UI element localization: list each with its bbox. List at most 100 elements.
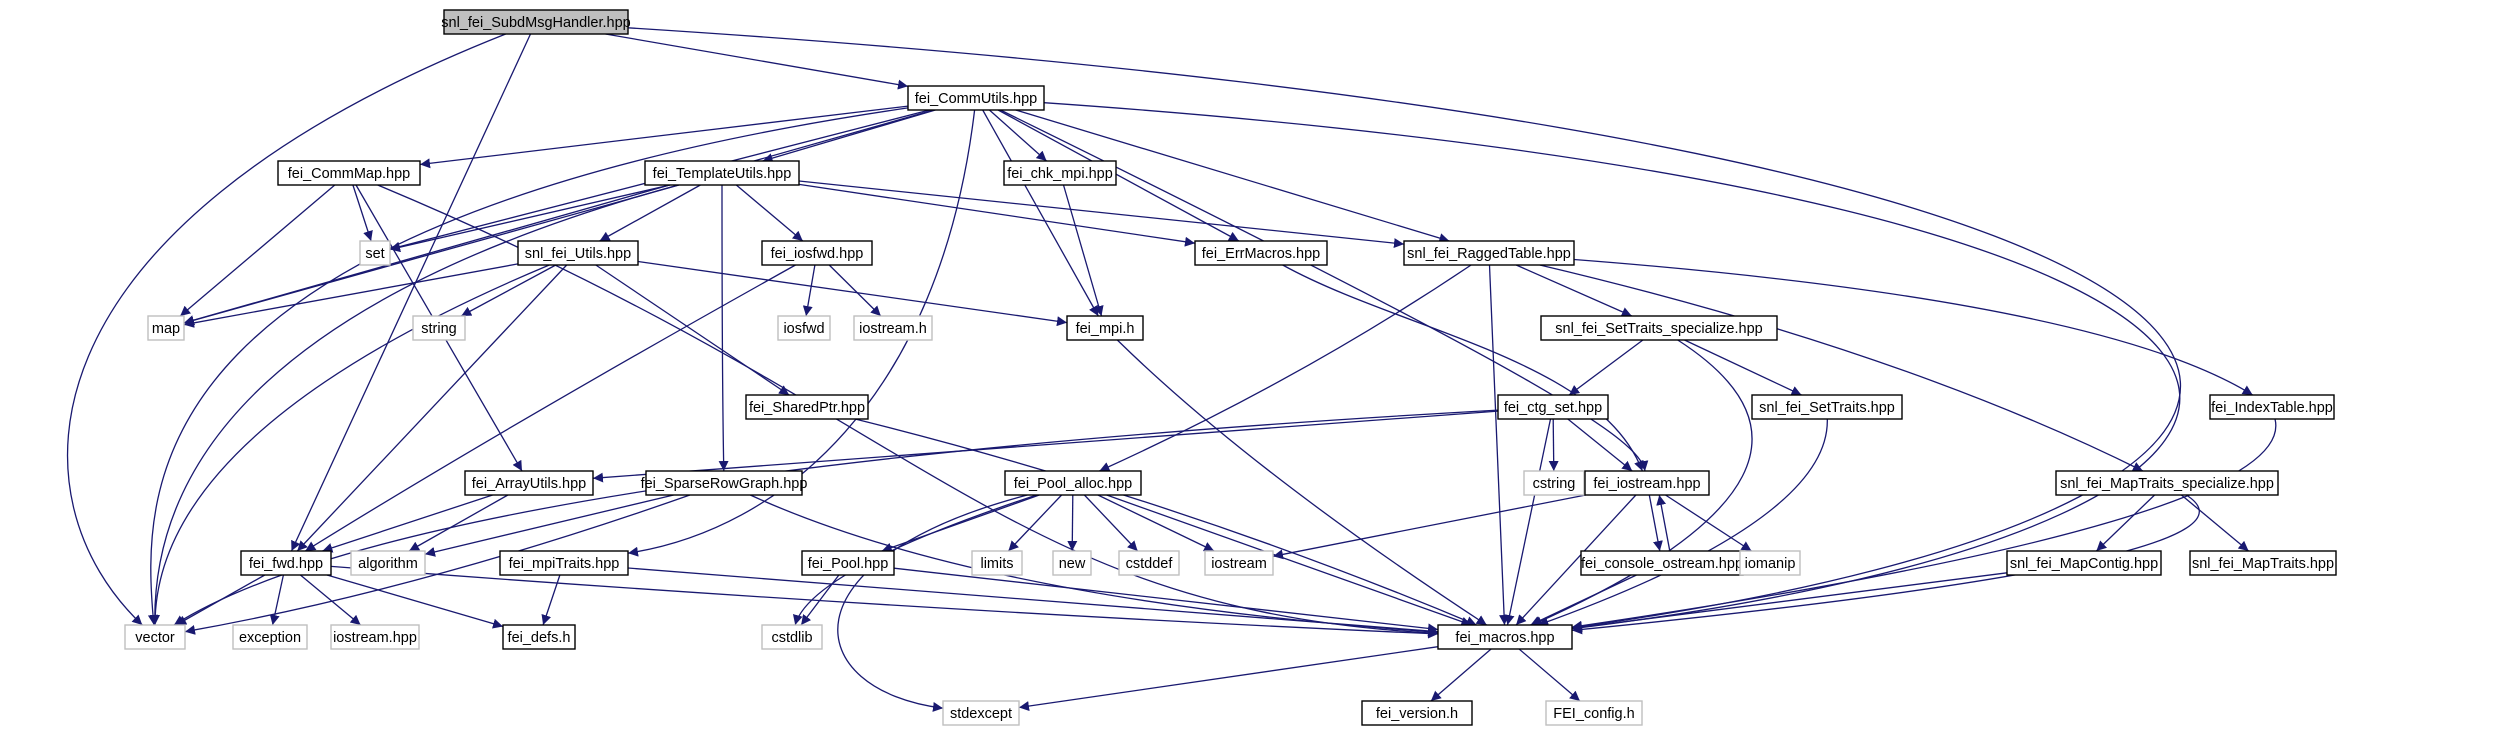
edge-settraitsspec-to-settraits: [1684, 339, 1802, 396]
edge-commutils-to-vector: [147, 107, 909, 626]
edge-commutils-to-chkmpi: [988, 109, 1048, 162]
node-box: [907, 85, 1045, 111]
node-commutils[interactable]: fei_CommUtils.hpp: [907, 85, 1045, 111]
node-box: [1194, 240, 1328, 266]
edge-poolhpp-to-cstdlib: [800, 574, 840, 626]
node-box: [644, 160, 800, 186]
edge-subd-to-vector: [66, 33, 506, 626]
node-commmap[interactable]: fei_CommMap.hpp: [277, 160, 421, 186]
node-maptraits[interactable]: snl_fei_MapTraits.hpp: [2189, 550, 2337, 576]
edge-commutils-to-commmap: [419, 105, 909, 169]
node-settraitsspec[interactable]: snl_fei_SetTraits_specialize.hpp: [1540, 315, 1778, 341]
node-label: new: [1059, 556, 1086, 572]
edge-templateutils-to-sparserowgraph: [718, 184, 729, 472]
node-poolhpp[interactable]: fei_Pool.hpp: [801, 550, 895, 576]
edge-mpitraits-to-macros: [627, 567, 1439, 636]
edge-mpitraits-to-defsh: [541, 574, 561, 626]
node-consoleostream[interactable]: fei_console_ostream.hpp: [1580, 550, 1744, 576]
node-sharedptr[interactable]: fei_SharedPtr.hpp: [745, 394, 869, 420]
node-box: [1361, 700, 1473, 726]
node-macros[interactable]: fei_macros.hpp: [1437, 624, 1573, 650]
node-box: [147, 315, 185, 341]
node-label: fei_version.h: [1376, 706, 1458, 722]
node-label: fei_ctg_set.hpp: [1504, 400, 1602, 416]
node-label: snl_fei_MapTraits_specialize.hpp: [2060, 476, 2274, 492]
node-maptraitsspec[interactable]: snl_fei_MapTraits_specialize.hpp: [2055, 470, 2279, 496]
node-arrayutils[interactable]: fei_ArrayUtils.hpp: [464, 470, 594, 496]
node-chkmpi[interactable]: fei_chk_mpi.hpp: [1003, 160, 1117, 186]
node-label: iosfwd: [783, 321, 824, 337]
node-label: fei_SharedPtr.hpp: [749, 400, 865, 416]
node-iostreamhpp[interactable]: fei_iostream.hpp: [1584, 470, 1710, 496]
node-version[interactable]: fei_version.h: [1361, 700, 1473, 726]
edge-snlutils-to-map: [183, 263, 519, 328]
node-label: snl_fei_SetTraits_specialize.hpp: [1555, 321, 1762, 337]
node-defsh[interactable]: fei_defs.h: [502, 624, 576, 650]
edge-raggedtable-to-maptraitsspec: [1539, 264, 2144, 472]
node-templateutils[interactable]: fei_TemplateUtils.hpp: [644, 160, 800, 186]
edge-settraitsspec-to-macros: [1531, 339, 1753, 626]
node-raggedtable[interactable]: snl_fei_RaggedTable.hpp: [1403, 240, 1575, 266]
edge-snlutils-to-vector: [150, 264, 550, 626]
edge-maptraitsspec-to-mapcontig: [2095, 494, 2156, 552]
node-box: [124, 624, 186, 650]
node-label: fei_Pool.hpp: [808, 556, 889, 572]
edge-sparserowgraph-to-vector: [184, 494, 691, 635]
edge-templateutils-to-map: [183, 184, 680, 326]
edge-commutils-to-map: [183, 109, 934, 325]
edge-snlutils-to-string: [460, 264, 557, 317]
edge-poolalloc-to-stdexcept: [837, 494, 1028, 712]
node-box: [971, 550, 1023, 576]
node-box: [1052, 550, 1092, 576]
node-snlutils[interactable]: snl_fei_Utils.hpp: [517, 240, 639, 266]
node-indextable[interactable]: fei_IndexTable.hpp: [2209, 394, 2335, 420]
node-sparserowgraph[interactable]: fei_SparseRowGraph.hpp: [641, 470, 808, 496]
edge-commutils-to-mpih: [982, 109, 1099, 317]
node-cstdlib: cstdlib: [761, 624, 823, 650]
node-box: [2189, 550, 2337, 576]
node-box: [232, 624, 308, 650]
node-cstring: cstring: [1523, 470, 1585, 496]
node-label: fei_chk_mpi.hpp: [1007, 166, 1113, 182]
node-box: [277, 160, 421, 186]
node-ctgset[interactable]: fei_ctg_set.hpp: [1497, 394, 1609, 420]
node-subd[interactable]: snl_fei_SubdMsgHandler.hpp: [441, 9, 631, 35]
edge-sparserowgraph-to-algorithm: [424, 494, 674, 557]
node-label: fei_CommUtils.hpp: [915, 91, 1038, 107]
edge-arrayutils-to-algorithm: [408, 494, 509, 552]
node-string: string: [412, 315, 466, 341]
node-label: algorithm: [358, 556, 418, 572]
node-errmacros[interactable]: fei_ErrMacros.hpp: [1194, 240, 1328, 266]
edge-maptraitsspec-to-maptraits: [2180, 494, 2250, 552]
node-settraits[interactable]: snl_fei_SetTraits.hpp: [1751, 394, 1903, 420]
node-mpitraits[interactable]: fei_mpiTraits.hpp: [499, 550, 629, 576]
node-set: set: [359, 240, 391, 266]
node-box: [1004, 470, 1142, 496]
edge-mpih-to-macros: [1116, 339, 1488, 626]
edge-poolalloc-to-limits: [1007, 494, 1063, 552]
edge-commutils-to-macros: [1043, 102, 2181, 633]
edge-templateutils-to-errmacros: [798, 183, 1196, 247]
node-box: [443, 9, 629, 35]
node-box: [1545, 700, 1643, 726]
node-feifwd[interactable]: fei_fwd.hpp: [240, 550, 332, 576]
node-box: [1584, 470, 1710, 496]
edge-raggedtable-to-indextable: [1573, 258, 2254, 396]
edge-templateutils-to-iosfwdhpp: [735, 184, 804, 242]
edge-errmacros-to-iostreamhpp: [1282, 264, 1644, 472]
node-label: cstring: [1533, 476, 1576, 492]
edge-feifwd-to-iostreamhpp2: [299, 574, 362, 626]
node-label: exception: [239, 630, 301, 646]
edge-feifwd-to-exception: [269, 574, 285, 626]
edge-commutils-to-mpitraits: [627, 109, 976, 557]
node-label: iomanip: [1745, 556, 1796, 572]
node-label: set: [365, 246, 384, 262]
node-iosfwdhpp[interactable]: fei_iosfwd.hpp: [761, 240, 873, 266]
node-label: snl_fei_Utils.hpp: [525, 246, 631, 262]
node-config: FEI_config.h: [1545, 700, 1643, 726]
node-box: [502, 624, 576, 650]
node-poolalloc[interactable]: fei_Pool_alloc.hpp: [1004, 470, 1142, 496]
edge-templateutils-to-set: [389, 184, 671, 253]
node-mapcontig[interactable]: snl_fei_MapContig.hpp: [2006, 550, 2162, 576]
node-mpih[interactable]: fei_mpi.h: [1066, 315, 1144, 341]
